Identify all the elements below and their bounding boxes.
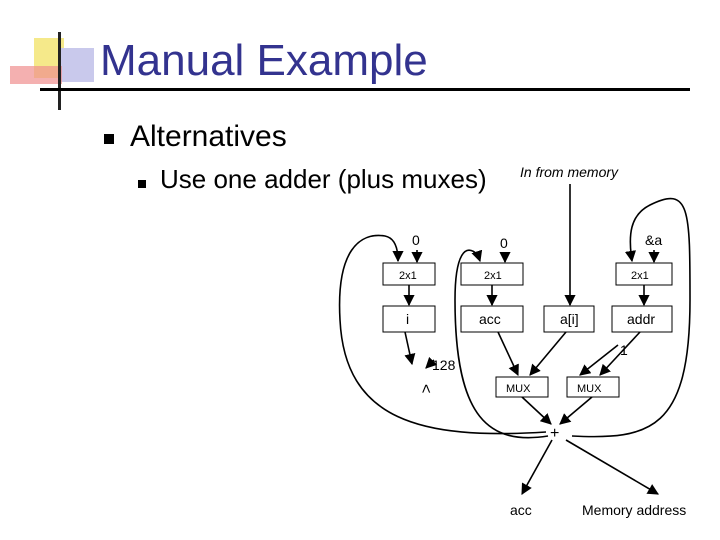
mux2-label: MUX	[577, 383, 602, 395]
mux-acc-label: 2x1	[484, 270, 502, 282]
wire-adder-to-acc	[521, 439, 553, 495]
comparator-label: <	[417, 384, 434, 393]
reg-i-label: i	[406, 311, 409, 327]
bullet-text-use-one-adder: Use one adder (plus muxes)	[160, 164, 487, 194]
wire-one-to-mux2	[579, 344, 619, 376]
wire-adder-feedback-addr	[571, 197, 691, 438]
wire-ai-to-mux1	[529, 331, 567, 376]
wire-mux2-to-adder	[559, 396, 593, 425]
wire-acc-to-mux1	[497, 331, 519, 377]
out-acc-label: acc	[510, 502, 532, 518]
title-rule	[40, 88, 690, 91]
wire-addr-to-mux2	[599, 331, 641, 376]
mux-i-label: 2x1	[399, 270, 417, 282]
wire-adder-feedback-acc	[454, 249, 549, 439]
slide-title: Manual Example	[100, 36, 428, 85]
wire-mux1-to-adder	[521, 396, 552, 425]
wire-i-to-compare	[404, 331, 416, 366]
wire-adder-to-mem	[565, 439, 659, 495]
wire-adder-feedback-i	[338, 234, 547, 435]
out-mem-label: Memory address	[582, 502, 686, 518]
mux2-box	[566, 376, 620, 398]
addr-const-label: &a	[645, 232, 662, 248]
bullet-square-level1	[104, 134, 114, 144]
mux1-label: MUX	[506, 383, 531, 395]
bullet-square-level2	[138, 180, 146, 188]
reg-acc-label: acc	[479, 311, 501, 327]
const-128-label: 128	[432, 357, 456, 373]
mux-addr-label: 2x1	[631, 270, 649, 282]
reg-ai-label: a[i]	[560, 311, 579, 327]
const-zero-1: 0	[412, 232, 420, 248]
adder-label: +	[550, 425, 559, 442]
input-label: In from memory	[520, 164, 619, 180]
reg-addr-label: addr	[627, 311, 655, 327]
bullet-text-alternatives: Alternatives	[130, 120, 287, 153]
const-zero-2: 0	[500, 235, 508, 251]
wire-128-to-compare	[425, 356, 438, 369]
